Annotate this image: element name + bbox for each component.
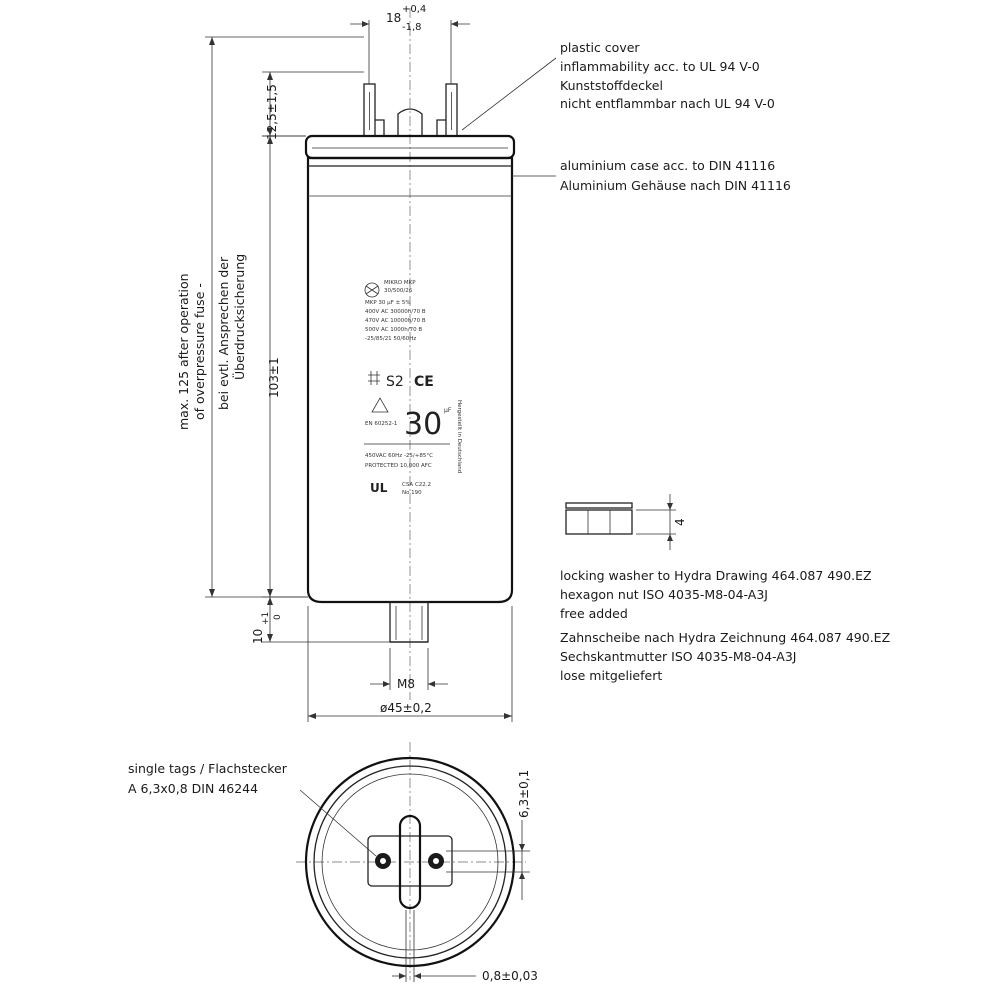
center-rivet [397, 108, 423, 136]
dim-thread-value: M8 [397, 677, 415, 691]
top-cover-edge [321, 773, 499, 951]
svg-text:UL: UL [370, 481, 388, 495]
dim-diameter-value: ø45±0,2 [380, 701, 432, 715]
case-note-1: Aluminium Gehäuse nach DIN 41116 [560, 178, 791, 193]
dim-tag-thickness-value: 0,8±0,03 [482, 969, 538, 983]
washer-note-1: hexagon nut ISO 4035-M8-04-A3J [560, 587, 768, 602]
brand-logo-icon [364, 282, 380, 298]
side-view: MIKRO MKP 30/500/26 MKP 30 µF ± 5% 400V … [176, 4, 890, 722]
dim-terminal-spacing-tol-lower: -1,8 [402, 22, 422, 33]
tag-plate [367, 835, 453, 887]
cover-note-1: inflammability acc. to UL 94 V-0 [560, 59, 760, 74]
overall-length-note-2: bei evtl. Ansprechen der [216, 256, 231, 410]
case-note-0: aluminium case acc. to DIN 41116 [560, 158, 775, 173]
dim-tag-height: 12,5±1,5 [262, 71, 364, 140]
label-line-5: 500V AC 1000h/70 B [365, 327, 422, 333]
label-ul-line-0: CSA C22.2 [402, 482, 431, 488]
dim-stud-length-tol-upper: +1 [261, 612, 271, 625]
dim-terminal-spacing-tol-upper: +0,4 [402, 4, 426, 15]
top-outer-rim [304, 756, 516, 968]
nut-thickness-value: 4 [673, 518, 687, 526]
aluminium-case [306, 156, 514, 604]
dim-body-height-value: 103±1 [267, 357, 281, 398]
dim-tag-height-value: 12,5±1,5 [265, 84, 279, 140]
label-extra-1: PROTECTED 10,000 AFC [365, 463, 432, 469]
dim-terminal-spacing-value: 18 [386, 11, 401, 25]
label-line-1: 30/500/26 [384, 288, 413, 294]
tags-note-1: A 6,3x0,8 DIN 46244 [128, 781, 258, 796]
label-line-6: -25/85/21 50/60Hz [365, 336, 416, 342]
approval-mark-icon [371, 397, 389, 413]
label-capacitance: 30 [404, 407, 442, 442]
label-capacitance-unit: µF [444, 407, 452, 414]
overall-length-note-1: of overpressure fuse - [192, 283, 207, 420]
top-inner-rim [313, 765, 507, 959]
dim-overall-length: max. 125 after operation of overpressure… [176, 36, 364, 598]
washer-nut-detail: 4 locking washer to Hydra Drawing 464.08… [560, 494, 890, 683]
cover-note-3: nicht entflammbar nach UL 94 V-0 [560, 96, 775, 111]
dim-stud-length: 10 +1 0 [251, 597, 390, 644]
washer-note-2: free added [560, 606, 628, 621]
label-line-3: 400V AC 30000h/70 B [365, 309, 426, 315]
capacitor-label: MIKRO MKP 30/500/26 MKP 30 µF ± 5% 400V … [364, 280, 462, 496]
locking-washer [565, 502, 633, 509]
dim-tag-thickness: 0,8±0,03 [392, 910, 538, 983]
overall-length-note-3: Überdrucksicherung [231, 254, 247, 380]
annotation-aluminium-case: aluminium case acc. to DIN 41116 Alumini… [512, 158, 791, 193]
washer-de-note-0: Zahnscheibe nach Hydra Zeichnung 464.087… [560, 630, 890, 645]
annotation-single-tags: single tags / Flachstecker A 6,3x0,8 DIN… [128, 761, 377, 857]
dim-thread: M8 [370, 648, 448, 691]
washer-de-note-2: lose mitgeliefert [560, 668, 662, 683]
label-extra-0: 450VAC 60Hz -25/+85°C [365, 453, 433, 459]
washer-de-note-1: Sechskantmutter ISO 4035-M8-04-A3J [560, 649, 796, 664]
label-side-text: Hergestellt in Deutschland [456, 400, 462, 473]
label-ul-line-1: No.190 [402, 490, 422, 496]
cover-note-2: Kunststoffdeckel [560, 78, 663, 93]
dim-diameter: ø45±0,2 [307, 606, 513, 722]
cover-note-0: plastic cover [560, 40, 640, 55]
terminal-tags [363, 83, 458, 137]
overall-length-note-0: max. 125 after operation [176, 273, 191, 430]
dim-terminal-spacing: 18 +0,4 -1,8 [350, 4, 470, 84]
washer-note-0: locking washer to Hydra Drawing 464.087 … [560, 568, 872, 583]
dim-tag-width: 6,3±0,1 [446, 770, 531, 900]
dim-body-height: 103±1 [262, 135, 308, 598]
top-view: single tags / Flachstecker A 6,3x0,8 DIN… [128, 742, 538, 983]
center-bar [398, 814, 422, 910]
label-class: S2 [386, 374, 404, 390]
hexagon-nut [565, 509, 633, 535]
label-line-2: MKP 30 µF ± 5% [365, 300, 411, 306]
annotation-plastic-cover: plastic cover inflammability acc. to UL … [461, 40, 775, 131]
label-standard: EN 60252-1 [365, 421, 397, 427]
ce-mark: CE [414, 374, 434, 390]
tags-note-0: single tags / Flachstecker [128, 761, 288, 776]
label-line-0: MIKRO MKP [384, 280, 416, 286]
threaded-stud [389, 601, 429, 643]
ul-mark-icon: UL [370, 481, 388, 495]
label-line-4: 470V AC 10000h/70 B [365, 318, 426, 324]
dim-tag-width-value: 6,3±0,1 [517, 770, 531, 818]
dim-stud-length-value: 10 [251, 629, 265, 644]
dim-stud-length-tol-lower: 0 [273, 614, 283, 620]
